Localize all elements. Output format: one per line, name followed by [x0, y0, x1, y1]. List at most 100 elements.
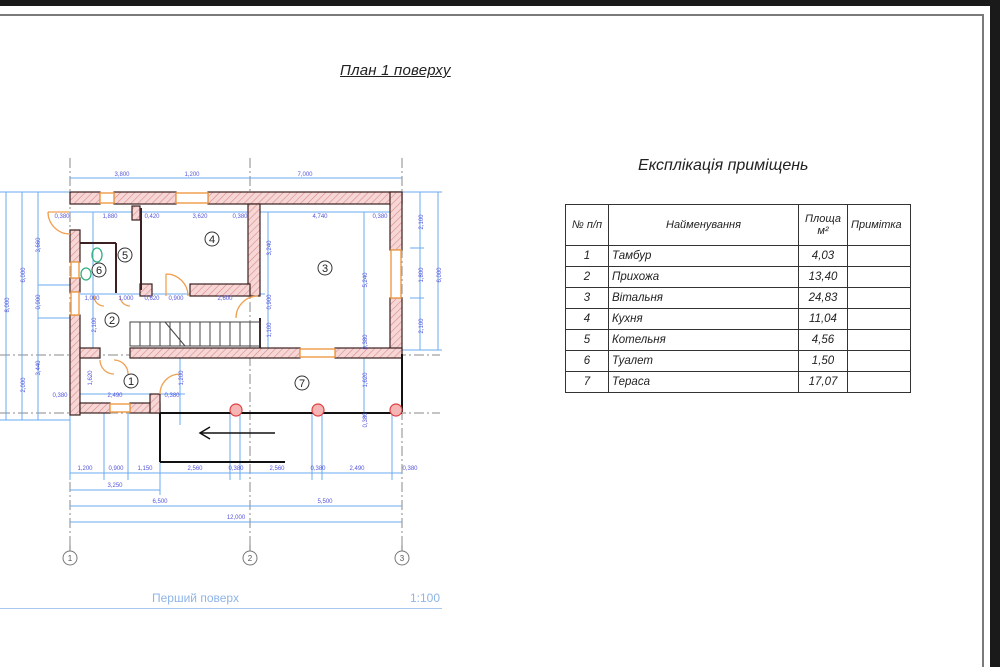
- vertical-dimension-labels: 8,000 6,000 3,660 0,900 2,000 3,440 2,10…: [5, 214, 443, 428]
- room-label-1: 1: [123, 373, 139, 389]
- svg-text:1: 1: [68, 554, 73, 563]
- plan-title: План 1 поверху: [340, 62, 451, 79]
- cell-note: [847, 329, 911, 351]
- walls: [69, 191, 403, 416]
- svg-text:0,900: 0,900: [168, 296, 184, 302]
- svg-text:2,100: 2,100: [419, 214, 425, 230]
- room-label-2: 2: [104, 312, 120, 328]
- svg-text:6,000: 6,000: [437, 267, 443, 283]
- svg-text:2,100: 2,100: [419, 318, 425, 334]
- svg-text:0,380: 0,380: [54, 214, 70, 220]
- cell-note: [847, 266, 911, 288]
- svg-text:7,000: 7,000: [297, 172, 313, 178]
- svg-text:0,420: 0,420: [144, 214, 160, 220]
- frame-border-top: [0, 14, 984, 16]
- svg-text:2,600: 2,600: [217, 296, 233, 302]
- svg-text:0,380: 0,380: [232, 214, 248, 220]
- svg-text:2,100: 2,100: [92, 317, 98, 333]
- staircase: [129, 321, 261, 347]
- svg-text:12,000: 12,000: [227, 515, 246, 521]
- svg-text:2,490: 2,490: [349, 466, 365, 472]
- header-note: Примітка: [847, 204, 911, 246]
- floor-plan: 1 2 3 4 5 6 7 3,800 1,200 7,000 0,380 1,…: [0, 158, 443, 566]
- cell-num: 2: [565, 266, 609, 288]
- svg-text:0,380: 0,380: [228, 466, 244, 472]
- svg-text:0,380: 0,380: [363, 334, 369, 350]
- svg-text:1,620: 1,620: [363, 372, 369, 388]
- table-header-row: № п/п Найменування Площа м² Примітка: [565, 204, 911, 246]
- svg-text:1,200: 1,200: [77, 466, 93, 472]
- room-label-6: 6: [91, 262, 107, 278]
- svg-text:1: 1: [128, 376, 134, 388]
- svg-text:4,740: 4,740: [312, 214, 328, 220]
- room-label-5: 5: [117, 247, 133, 263]
- cell-note: [847, 350, 911, 372]
- svg-text:0,900: 0,900: [267, 294, 273, 310]
- svg-text:8,000: 8,000: [5, 297, 11, 313]
- cell-num: 6: [565, 350, 609, 372]
- cell-num: 1: [565, 245, 609, 267]
- cell-num: 5: [565, 329, 609, 351]
- entry-arrow-icon: [198, 426, 275, 440]
- svg-text:6: 6: [96, 265, 102, 277]
- cell-name: Туалет: [608, 350, 799, 372]
- dimension-labels: 3,800 1,200 7,000 0,380 1,880 0,420 3,62…: [52, 172, 418, 521]
- cell-area: 13,40: [798, 266, 848, 288]
- sheet-name: Перший поверх: [152, 591, 239, 605]
- svg-text:5,500: 5,500: [317, 499, 333, 505]
- cell-num: 7: [565, 371, 609, 393]
- svg-text:0,900: 0,900: [108, 466, 124, 472]
- doors: [47, 211, 259, 395]
- svg-text:2,490: 2,490: [107, 393, 123, 399]
- svg-text:0,620: 0,620: [144, 296, 160, 302]
- cell-name: Вітальня: [608, 287, 799, 309]
- cell-note: [847, 287, 911, 309]
- cell-area: 24,83: [798, 287, 848, 309]
- svg-text:0,380: 0,380: [52, 393, 68, 399]
- svg-text:2,560: 2,560: [269, 466, 285, 472]
- svg-text:1,200: 1,200: [179, 370, 185, 386]
- cell-name: Тамбур: [608, 245, 799, 267]
- cell-area: 4,03: [798, 245, 848, 267]
- cell-num: 3: [565, 287, 609, 309]
- svg-text:1,000: 1,000: [84, 296, 100, 302]
- svg-text:4: 4: [209, 234, 215, 246]
- svg-text:3: 3: [322, 263, 328, 275]
- sheet-scale: 1:100: [410, 591, 441, 605]
- svg-text:6,000: 6,000: [21, 267, 27, 283]
- svg-text:1,200: 1,200: [184, 172, 200, 178]
- svg-text:3,440: 3,440: [36, 360, 42, 376]
- svg-text:2: 2: [109, 315, 115, 327]
- svg-text:0,380: 0,380: [363, 412, 369, 428]
- svg-text:1,100: 1,100: [267, 322, 273, 338]
- header-name: Найменування: [608, 204, 799, 246]
- svg-text:0,380: 0,380: [372, 214, 388, 220]
- svg-text:0,380: 0,380: [402, 466, 418, 472]
- room-labels: 1 2 3 4 5 6 7: [91, 231, 333, 391]
- svg-text:3,620: 3,620: [192, 214, 208, 220]
- cell-area: 1,50: [798, 350, 848, 372]
- room-label-7: 7: [294, 375, 310, 391]
- cell-area: 11,04: [798, 308, 848, 330]
- svg-text:0,380: 0,380: [310, 466, 326, 472]
- frame-border-right: [982, 14, 984, 667]
- svg-text:5: 5: [122, 250, 128, 262]
- cell-name: Прихожа: [608, 266, 799, 288]
- svg-text:0,900: 0,900: [36, 294, 42, 310]
- svg-text:6,500: 6,500: [152, 499, 168, 505]
- svg-text:7: 7: [299, 378, 305, 390]
- svg-text:1,150: 1,150: [137, 466, 153, 472]
- cell-name: Кухня: [608, 308, 799, 330]
- svg-text:1,880: 1,880: [102, 214, 118, 220]
- svg-text:2,560: 2,560: [187, 466, 203, 472]
- cell-note: [847, 371, 911, 393]
- terrace-outline: [159, 354, 403, 463]
- svg-text:1,620: 1,620: [88, 370, 94, 386]
